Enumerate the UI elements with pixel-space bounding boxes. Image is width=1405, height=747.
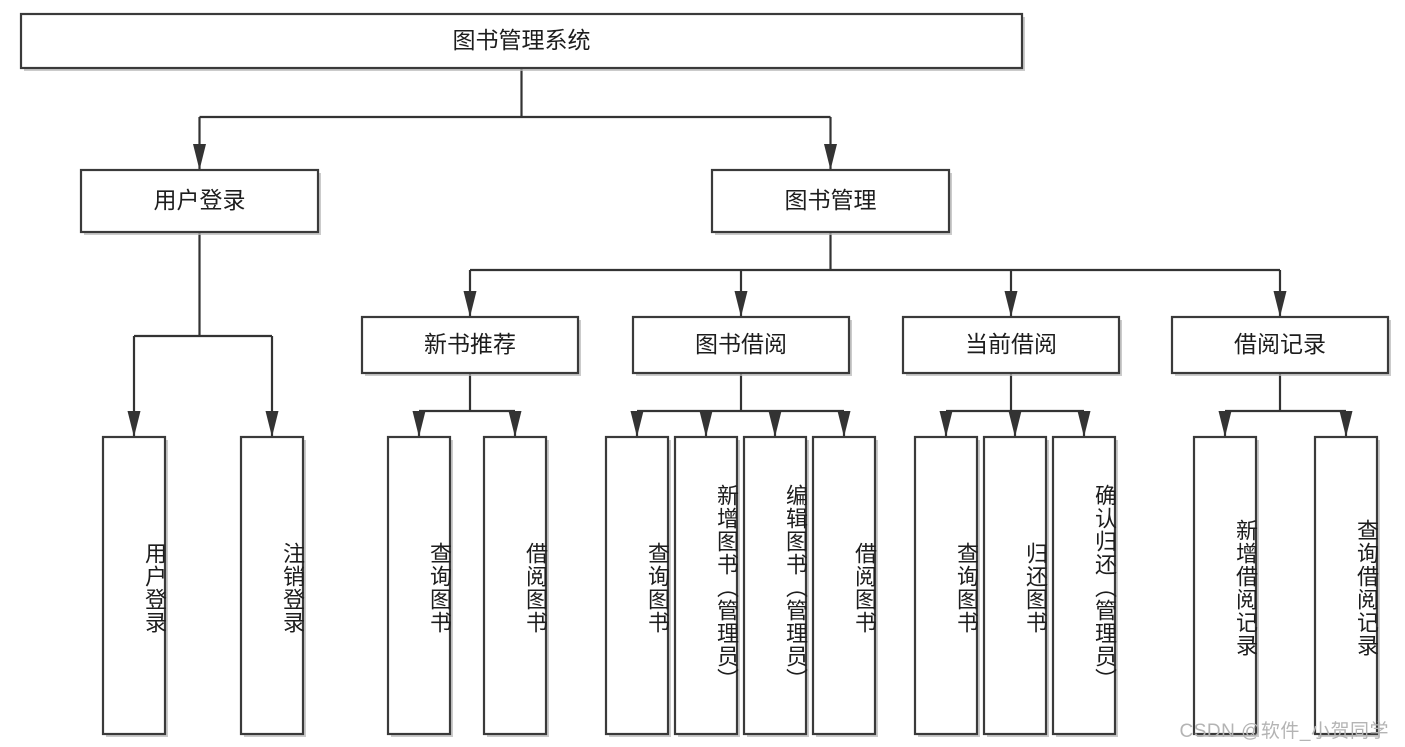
node-new-book-recommend[interactable] [360,315,580,375]
leaf-node-leaf-add-book-admin[interactable] [673,435,739,736]
arrow-head-icon [939,411,953,437]
node-new-book-recommend-label: 新书推荐 [424,331,516,357]
leaf-node-leaf-query-book-borrow[interactable] [604,435,670,736]
arrow-head-icon [1008,411,1022,437]
arrow-head-icon [193,144,206,170]
node-borrow-record[interactable] [1170,315,1390,375]
arrow-head-icon [127,411,141,437]
node-borrow-record-label: 借阅记录 [1234,331,1326,357]
arrow-head-icon [1339,411,1353,437]
root-node-book-management-system-label: 图书管理系统 [453,27,591,53]
leaf-node-leaf-user-login[interactable] [101,435,167,736]
leaf-node-leaf-query-book-current[interactable] [913,435,979,736]
leaf-node-leaf-confirm-return-admin[interactable] [1051,435,1117,736]
root-node-book-management-system[interactable] [19,12,1024,70]
arrow-head-icon [1218,411,1232,437]
arrow-head-icon [265,411,279,437]
leaf-node-leaf-borrow-book-rec[interactable] [482,435,548,736]
node-current-borrow[interactable] [901,315,1121,375]
node-book-manage[interactable] [710,168,951,234]
leaf-node-leaf-borrow-book[interactable] [811,435,877,736]
arrow-head-icon [508,411,522,437]
arrow-head-icon [1273,291,1287,317]
arrow-head-icon [630,411,644,437]
arrow-head-icon [837,411,851,437]
arrow-head-icon [412,411,426,437]
node-book-borrow-label: 图书借阅 [695,331,787,357]
leaf-node-leaf-return-book[interactable] [982,435,1048,736]
arrow-head-icon [1077,411,1091,437]
arrow-head-icon [768,411,782,437]
leaf-node-leaf-query-borrow-record[interactable] [1313,435,1379,736]
arrow-head-icon [463,291,477,317]
arrow-head-icon [824,144,837,170]
leaf-node-leaf-logout-login[interactable] [239,435,305,736]
node-user-login[interactable] [79,168,320,234]
watermark-text: CSDN @软件_小贺同学 [1179,721,1389,742]
leaf-node-leaf-edit-book-admin[interactable] [742,435,808,736]
leaf-node-leaf-add-borrow-record[interactable] [1192,435,1258,736]
node-user-login-label: 用户登录 [154,187,246,213]
leaf-node-leaf-query-book-rec[interactable] [386,435,452,736]
arrow-head-icon [734,291,748,317]
node-book-borrow[interactable] [631,315,851,375]
arrow-head-icon [1004,291,1018,317]
arrow-head-icon [699,411,713,437]
node-book-manage-label: 图书管理 [785,187,877,213]
node-current-borrow-label: 当前借阅 [965,331,1057,357]
